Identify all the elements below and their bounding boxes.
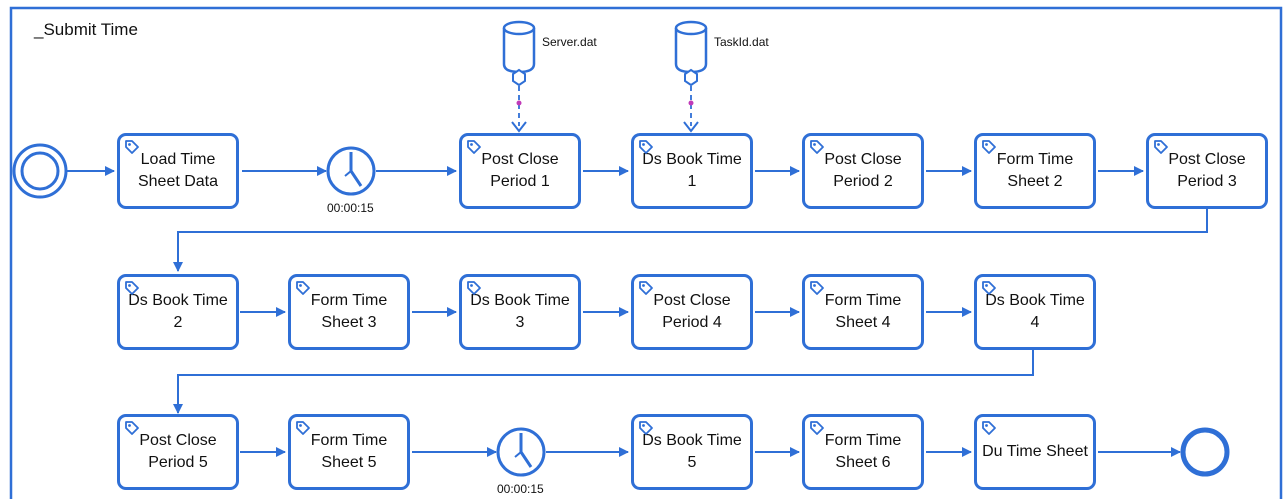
task-label: Post Close Period 4: [653, 292, 731, 331]
task[interactable]: Form Time Sheet 5: [288, 414, 410, 490]
task-label: Form Time Sheet 5: [310, 432, 388, 471]
task-label: Post Close Period 1: [481, 151, 559, 190]
task[interactable]: Form Time Sheet 2: [974, 133, 1096, 209]
tag-icon: [810, 421, 824, 435]
task-label: Form Time Sheet 3: [310, 292, 388, 331]
task[interactable]: Post Close Period 2: [802, 133, 924, 209]
task-label: Ds Book Time 2: [128, 292, 228, 331]
timer-label: 00:00:15: [497, 482, 544, 496]
flow: [173, 350, 1034, 414]
tag-icon: [1154, 140, 1168, 154]
task[interactable]: Post Close Period 4: [631, 274, 753, 350]
task[interactable]: Form Time Sheet 6: [802, 414, 924, 490]
datastore-label: TaskId.dat: [714, 35, 769, 49]
tag-icon: [810, 281, 824, 295]
task-label: Ds Book Time 1: [642, 151, 742, 190]
task[interactable]: Ds Book Time 3: [459, 274, 581, 350]
task-label: Form Time Sheet 2: [996, 151, 1074, 190]
start-event[interactable]: [12, 143, 68, 199]
tag-icon: [639, 281, 653, 295]
tag-icon: [810, 140, 824, 154]
task-label: Ds Book Time 5: [642, 432, 742, 471]
task[interactable]: Du Time Sheet: [974, 414, 1096, 490]
task[interactable]: Form Time Sheet 4: [802, 274, 924, 350]
timer-label: 00:00:15: [327, 201, 374, 215]
task[interactable]: Ds Book Time 4: [974, 274, 1096, 350]
task[interactable]: Post Close Period 5: [117, 414, 239, 490]
tag-icon: [467, 281, 481, 295]
timer-event[interactable]: [496, 427, 546, 477]
task[interactable]: Form Time Sheet 3: [288, 274, 410, 350]
datastore-server[interactable]: [502, 20, 536, 133]
tag-icon: [982, 281, 996, 295]
task-label: Post Close Period 3: [1168, 151, 1246, 190]
tag-icon: [639, 421, 653, 435]
tag-icon: [982, 140, 996, 154]
association-dot: [516, 100, 522, 106]
association-dot: [688, 100, 694, 106]
task[interactable]: Post Close Period 3: [1146, 133, 1268, 209]
pool-border: [9, 6, 1283, 499]
tag-icon: [125, 281, 139, 295]
tag-icon: [296, 421, 310, 435]
clock-icon: [514, 433, 533, 468]
tag-icon: [467, 140, 481, 154]
sequence-flows: [67, 166, 1208, 457]
task-label: Ds Book Time 3: [470, 292, 570, 331]
clock-icon: [344, 152, 363, 187]
datastore-taskid[interactable]: [674, 20, 708, 133]
task-label: Du Time Sheet: [982, 443, 1088, 460]
task-label: Post Close Period 5: [139, 432, 217, 471]
tag-icon: [982, 421, 996, 435]
tag-icon: [125, 140, 139, 154]
tag-icon: [639, 140, 653, 154]
tag-icon: [296, 281, 310, 295]
task[interactable]: Ds Book Time 5: [631, 414, 753, 490]
pool-title: _Submit Time: [34, 20, 138, 39]
task[interactable]: Ds Book Time 1: [631, 133, 753, 209]
task[interactable]: Ds Book Time 2: [117, 274, 239, 350]
task-label: Form Time Sheet 6: [824, 432, 902, 471]
tag-icon: [125, 421, 139, 435]
task-label: Form Time Sheet 4: [824, 292, 902, 331]
flow: [173, 209, 1208, 272]
datastore-label: Server.dat: [542, 35, 597, 49]
task-label: Ds Book Time 4: [985, 292, 1085, 331]
task-label: Load Time Sheet Data: [137, 151, 219, 190]
end-event[interactable]: [1180, 427, 1230, 477]
timer-event[interactable]: [326, 146, 376, 196]
task-label: Post Close Period 2: [824, 151, 902, 190]
task[interactable]: Load Time Sheet Data: [117, 133, 239, 209]
task[interactable]: Post Close Period 1: [459, 133, 581, 209]
